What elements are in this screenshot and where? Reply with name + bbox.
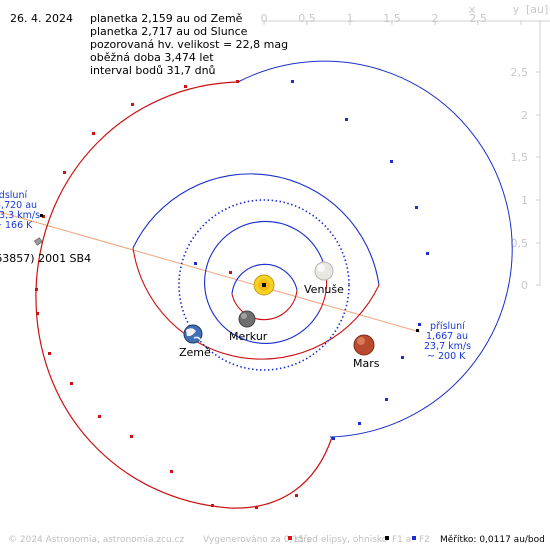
legend-center-swatch [288,536,292,540]
footer-legend-f1: F1 a [392,535,411,545]
venus-planet [314,261,334,281]
info-distance-sun: planetka 2,717 au od Slunce [90,25,248,38]
footer-copyright: © 2024 Astronomia, astronomia.zcu.cz [8,535,185,545]
asteroid-orbit [35,81,333,509]
footer-legend-center: střed elipsy, ohnisko [295,535,388,545]
info-magnitude: pozorovaná hv. velikost = 22,8 mag [90,38,288,51]
mars-label: Mars [353,357,380,370]
x-tick-label: 2 [432,12,439,25]
y-tick-label: 0,5 [511,237,529,250]
venus-orbit [204,220,327,344]
earth-orbit [178,199,350,371]
date-label: 26. 4. 2024 [10,12,73,25]
aphelion-title: odsluní [0,190,27,201]
orbit-markers [35,80,429,509]
legend-f1-swatch [385,536,389,540]
mercury-planet [238,310,256,328]
x-tick-label: 2,5 [469,12,487,25]
asteroid-label: (163857) 2001 SB4 [0,252,91,265]
outer-orbit-arc [237,60,513,438]
x-tick-label: 0 [261,12,268,25]
axis-unit: [au] [526,3,548,16]
y-axis-letter: y [513,3,520,16]
perihelion-speed: 23,7 km/s [424,341,471,352]
earth-label: Země [179,346,211,359]
sun [253,274,275,296]
perihelion-temperature: ~ 200 K [427,351,466,362]
x-axis [262,20,550,25]
ellipse-center-marker [229,271,232,274]
perihelion-title: přísluní [430,321,465,332]
aphelion-speed: 13,3 km/s [0,210,40,221]
mars-planet [353,334,375,356]
x-tick-label: 0,5 [298,12,316,25]
perihelion-distance: 1,667 au [426,331,468,342]
y-axis [536,20,541,286]
aphelion-temperature: ~ 166 K [0,220,33,231]
perihelion-marker [416,329,419,332]
y-tick-label: 0 [521,279,528,292]
mars-orbit [132,173,380,286]
x-tick-label: 1,5 [383,12,401,25]
focus-f2-marker [194,262,197,265]
aphelion-marker [40,214,43,217]
apsis-line [0,211,421,333]
asteroid-marker [33,237,43,246]
y-tick-label: 1 [521,194,528,207]
aphelion-distance: 3,720 au [0,200,37,211]
y-tick-label: 1,5 [511,151,529,164]
info-distance-earth: planetka 2,159 au od Země [90,12,243,25]
info-interval: interval bodů 31,7 dnů [90,64,216,77]
y-tick-label: 2 [521,109,528,122]
footer-generated: Vygenerováno za 0,15 s [203,535,312,545]
info-period: oběžná doba 3,474 let [90,51,214,64]
footer-scale: Měřítko: 0,0117 au/bod [440,535,545,545]
footer-legend-f2: F2 [419,535,430,545]
venus-label: Venuše [304,283,344,296]
mars-orbit-near [132,247,380,360]
x-axis-letter: x [469,3,476,16]
x-tick-label: 1 [347,12,354,25]
mercury-orbit-near [231,289,298,321]
y-tick-label: 2,5 [511,66,529,79]
mercury-label: Merkur [229,330,268,343]
legend-f2-swatch [412,536,416,540]
earth-planet [183,324,203,344]
mercury-orbit [231,263,298,295]
